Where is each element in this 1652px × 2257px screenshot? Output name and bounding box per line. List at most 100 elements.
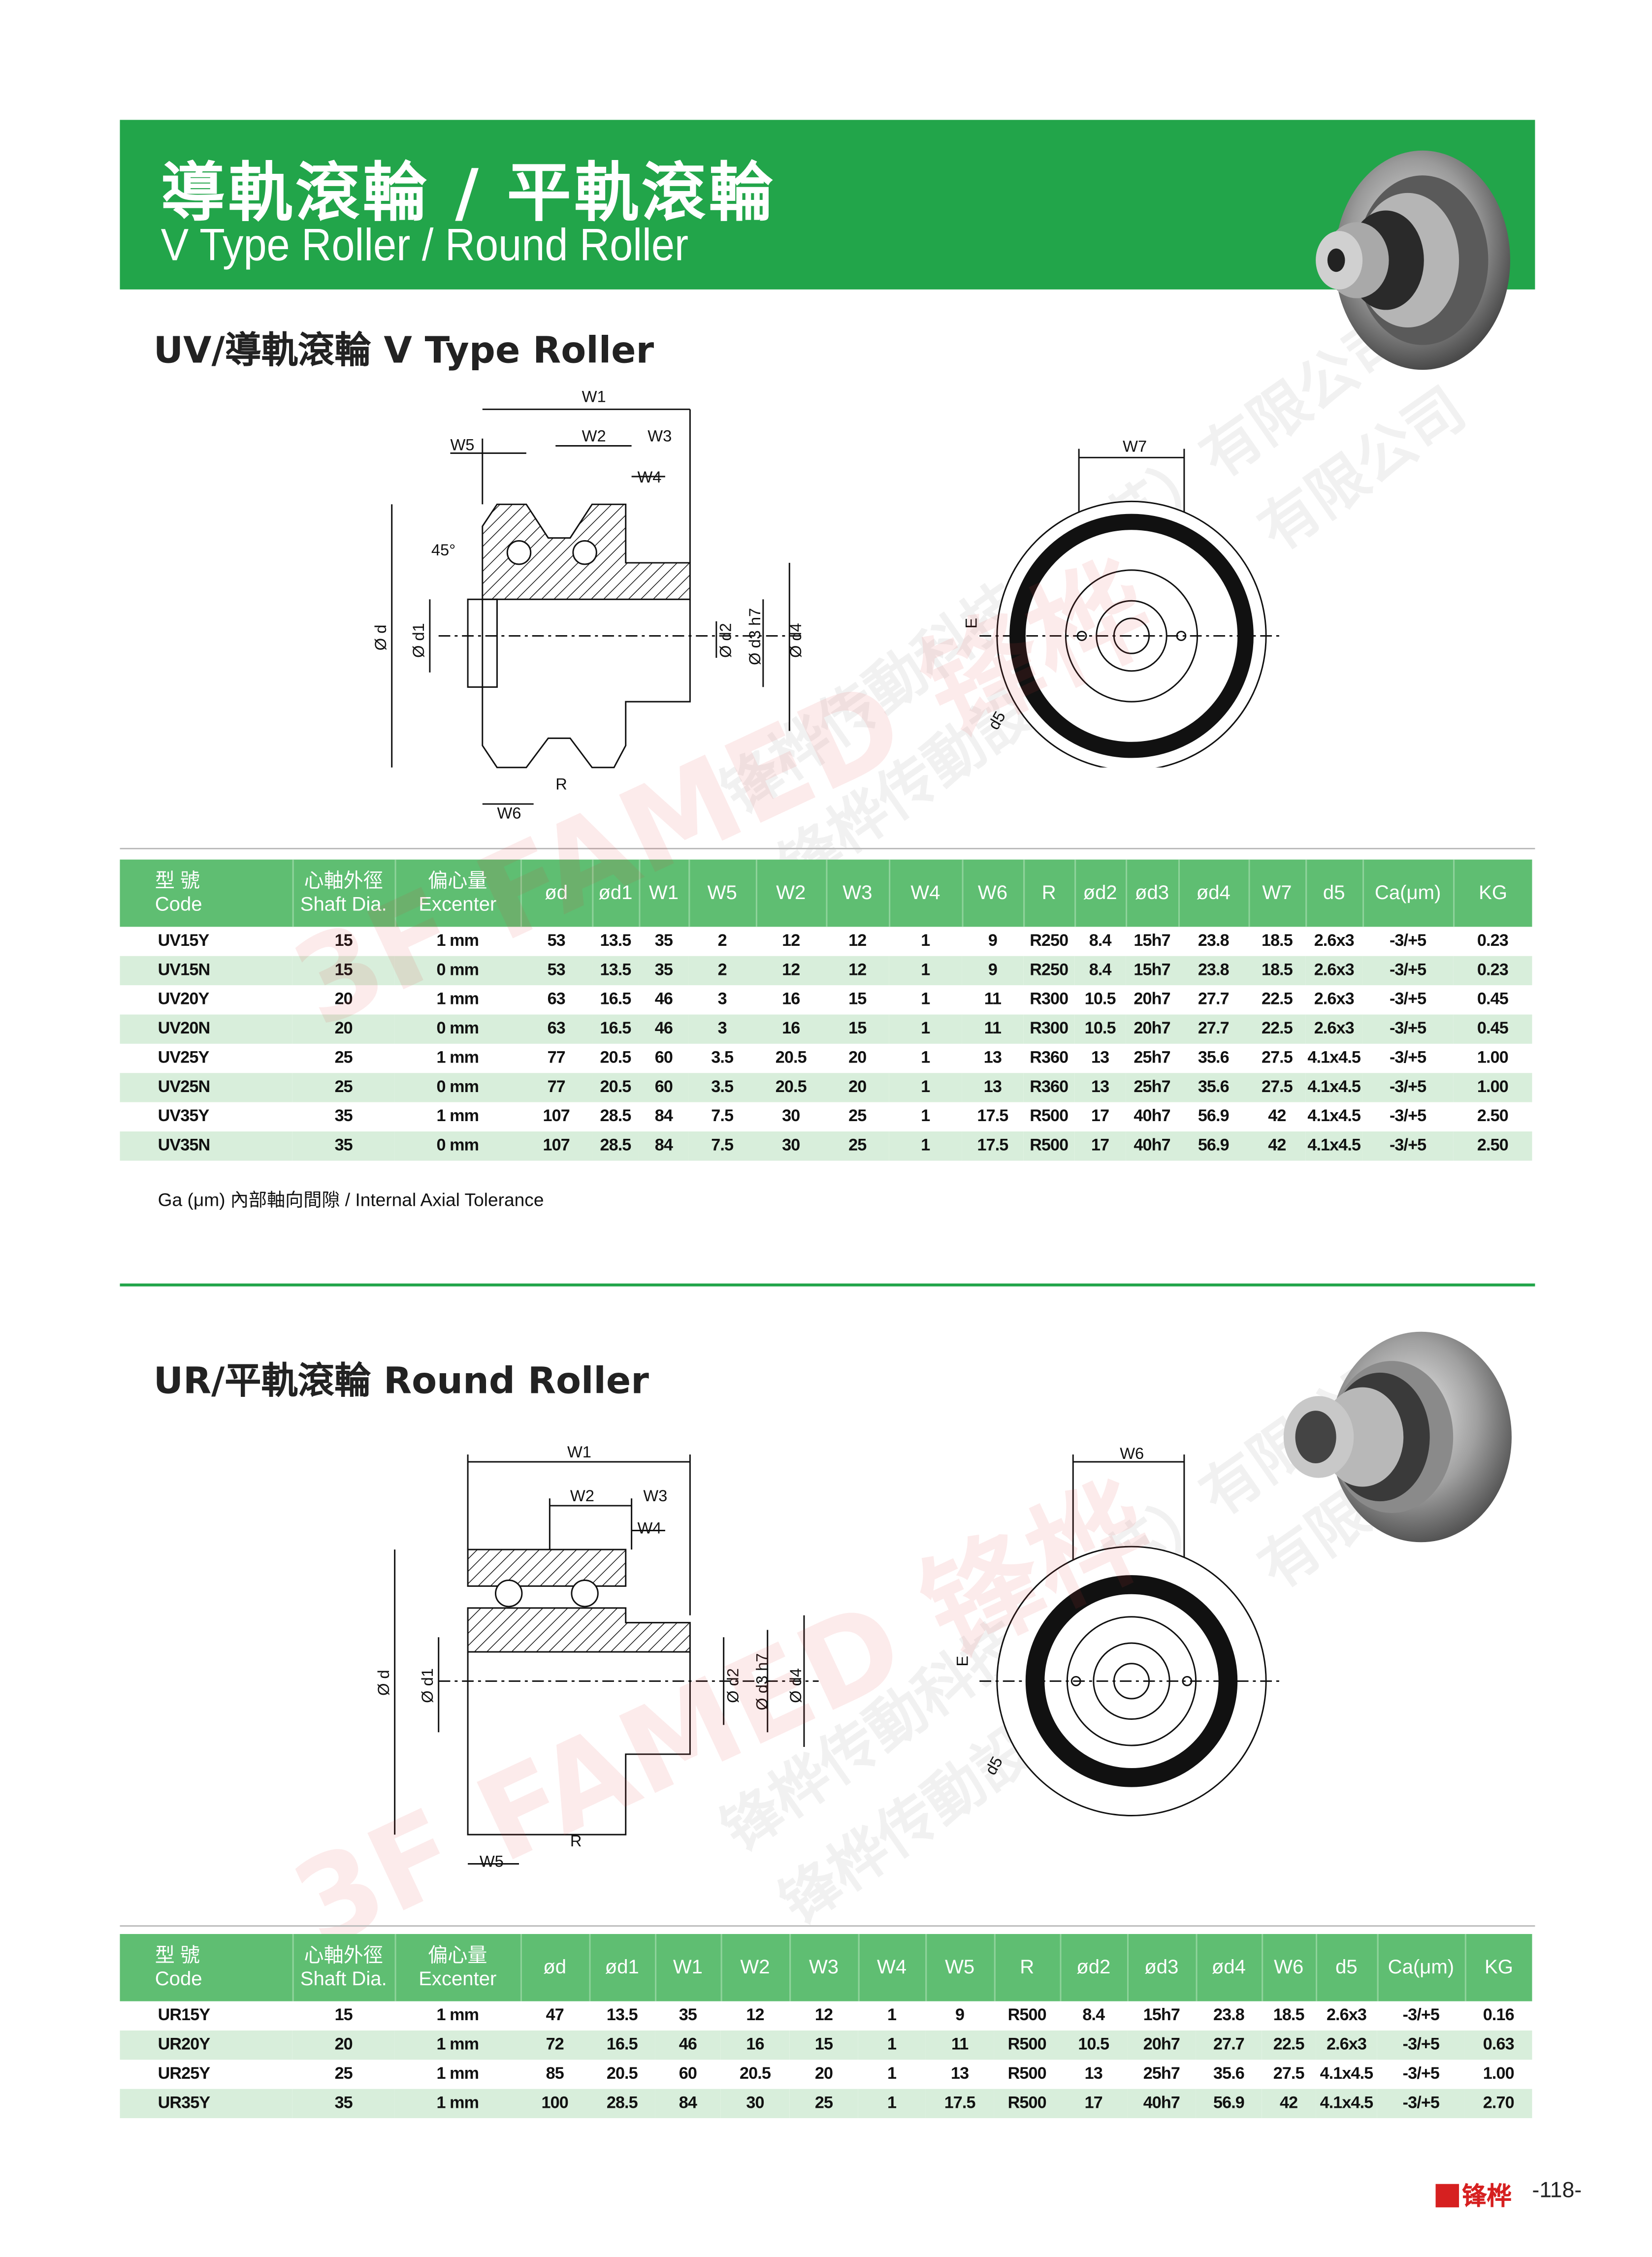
column-header-en: Code — [155, 893, 202, 915]
table-cell: 1 — [889, 956, 962, 986]
table-cell: 25 — [826, 1131, 889, 1161]
table-cell: -3/+5 — [1377, 2089, 1465, 2119]
column-header: ød2 — [1059, 1934, 1128, 2001]
table-cell: 4.1x4.5 — [1320, 2065, 1374, 2083]
dim-w7: W7 — [1123, 437, 1147, 455]
table-cell: 1 — [889, 1073, 962, 1102]
column-header: Ca(μm) — [1361, 859, 1454, 927]
table-cell: 15 — [826, 1014, 889, 1044]
table-cell: 27.5 — [1248, 1073, 1306, 1102]
table-cell: 60 — [639, 1073, 689, 1102]
table-cell: 13 — [1091, 1049, 1109, 1067]
table-cell: 46 — [654, 991, 673, 1009]
table-cell: 20h7 — [1127, 2030, 1196, 2060]
table-cell: 63 — [520, 1014, 592, 1044]
table-cell: 17.5 — [962, 1131, 1024, 1161]
table-cell: 27.5 — [1261, 1049, 1293, 1067]
table-cell: 4.1x4.5 — [1305, 1131, 1363, 1161]
round-roller-photo — [1283, 1331, 1512, 1543]
table-cell: 13.5 — [600, 933, 631, 950]
table-cell: 17.5 — [977, 1108, 1008, 1126]
table-cell: 20h7 — [1126, 1014, 1179, 1044]
column-header: W2 — [755, 859, 826, 927]
model-code-cell: UV15Y — [158, 933, 210, 950]
column-header-zh: 偏心量 — [428, 1944, 487, 1967]
table-cell: 15h7 — [1134, 933, 1170, 950]
table-cell: 15 — [789, 2030, 858, 2060]
column-header: ød4 — [1195, 1934, 1262, 2001]
table-cell: 35.6 — [1198, 1049, 1230, 1067]
table-cell: 16 — [755, 1014, 826, 1044]
dim-d: Ø d — [374, 1670, 392, 1696]
table-cell: 56.9 — [1178, 1131, 1249, 1161]
table-cell: 13.5 — [606, 2007, 638, 2025]
table-cell: 28.5 — [600, 1108, 631, 1126]
table-cell: 18.5 — [1261, 933, 1293, 950]
table-cell: 1 — [858, 2089, 926, 2119]
page-title-en: V Type Roller / Round Roller — [161, 219, 689, 271]
column-header-en: Excenter — [419, 893, 497, 915]
column-header-en: Shaft Dia. — [300, 1967, 387, 1990]
column-header: W1 — [654, 1934, 721, 2001]
table-cell: 15 — [334, 933, 353, 950]
table-cell: 25 — [334, 2065, 353, 2083]
divider — [120, 1925, 1535, 1927]
table-cell: R250 — [1030, 933, 1069, 950]
table-cell: 25h7 — [1126, 1073, 1179, 1102]
table-cell: 2.50 — [1453, 1131, 1532, 1161]
table-cell: 100 — [520, 2089, 589, 2119]
table-cell: 0.45 — [1453, 1014, 1532, 1044]
table-cell: 2.50 — [1477, 1108, 1509, 1126]
table-cell: 23.8 — [1213, 2007, 1245, 2025]
table-cell: 20h7 — [1134, 991, 1170, 1009]
column-header: W2 — [720, 1934, 790, 2001]
table-cell: 22.5 — [1248, 1014, 1306, 1044]
table-cell: 40h7 — [1126, 1131, 1179, 1161]
table-cell: 30 — [720, 2089, 790, 2119]
table-cell: 1 — [858, 2030, 926, 2060]
table-cell: 16.5 — [589, 2030, 655, 2060]
table-cell: 46 — [655, 2030, 721, 2060]
table-cell: R500 — [1030, 1108, 1069, 1126]
column-header: ød — [519, 859, 592, 927]
column-header: W5 — [924, 1934, 994, 2001]
table-cell: R250 — [1023, 956, 1075, 986]
table-cell: R500 — [994, 2089, 1060, 2119]
table-cell: 4.1x4.5 — [1307, 1049, 1361, 1067]
header-banner — [120, 120, 1535, 290]
table-cell: 27.7 — [1198, 991, 1230, 1009]
column-header-zh: 型 號 — [155, 1944, 200, 1967]
brand-logo: 锋桦 — [1435, 2175, 1512, 2212]
column-header-zh: 偏心量 — [428, 870, 487, 892]
table-cell: 20 — [826, 1073, 889, 1102]
model-code-cell: UV15N — [120, 956, 292, 986]
table-cell: 18.5 — [1248, 956, 1306, 986]
table-cell: 15 — [848, 991, 867, 1009]
table-cell: 60 — [679, 2065, 697, 2083]
column-header: R — [993, 1934, 1060, 2001]
uv-cross-section-diagram: W1 W2 W3 W4 W5 W6 45° R Ø d Ø d1 Ø d2 Ø … — [371, 387, 805, 822]
table-cell: -3/+5 — [1362, 956, 1454, 986]
model-code-cell: UR15Y — [158, 2007, 211, 2025]
table-cell: 10.5 — [1074, 1014, 1126, 1044]
column-header: ød3 — [1125, 859, 1179, 927]
column-header: W3 — [788, 1934, 858, 2001]
dim-d4: Ø d4 — [786, 623, 805, 658]
table-cell: R360 — [1030, 1049, 1069, 1067]
dim-w1: W1 — [582, 387, 606, 405]
table-cell: 20.5 — [592, 1073, 639, 1102]
table-cell: 17 — [1091, 1108, 1109, 1126]
table-cell: 17.5 — [925, 2089, 994, 2119]
table-cell: 40h7 — [1134, 1108, 1170, 1126]
dim-w6: W6 — [497, 804, 521, 822]
column-header-zh: 型 號 — [155, 870, 200, 892]
table-cell: 20 — [848, 1049, 867, 1067]
table-cell: 3.5 — [711, 1049, 734, 1067]
dim-e: E — [962, 618, 980, 629]
